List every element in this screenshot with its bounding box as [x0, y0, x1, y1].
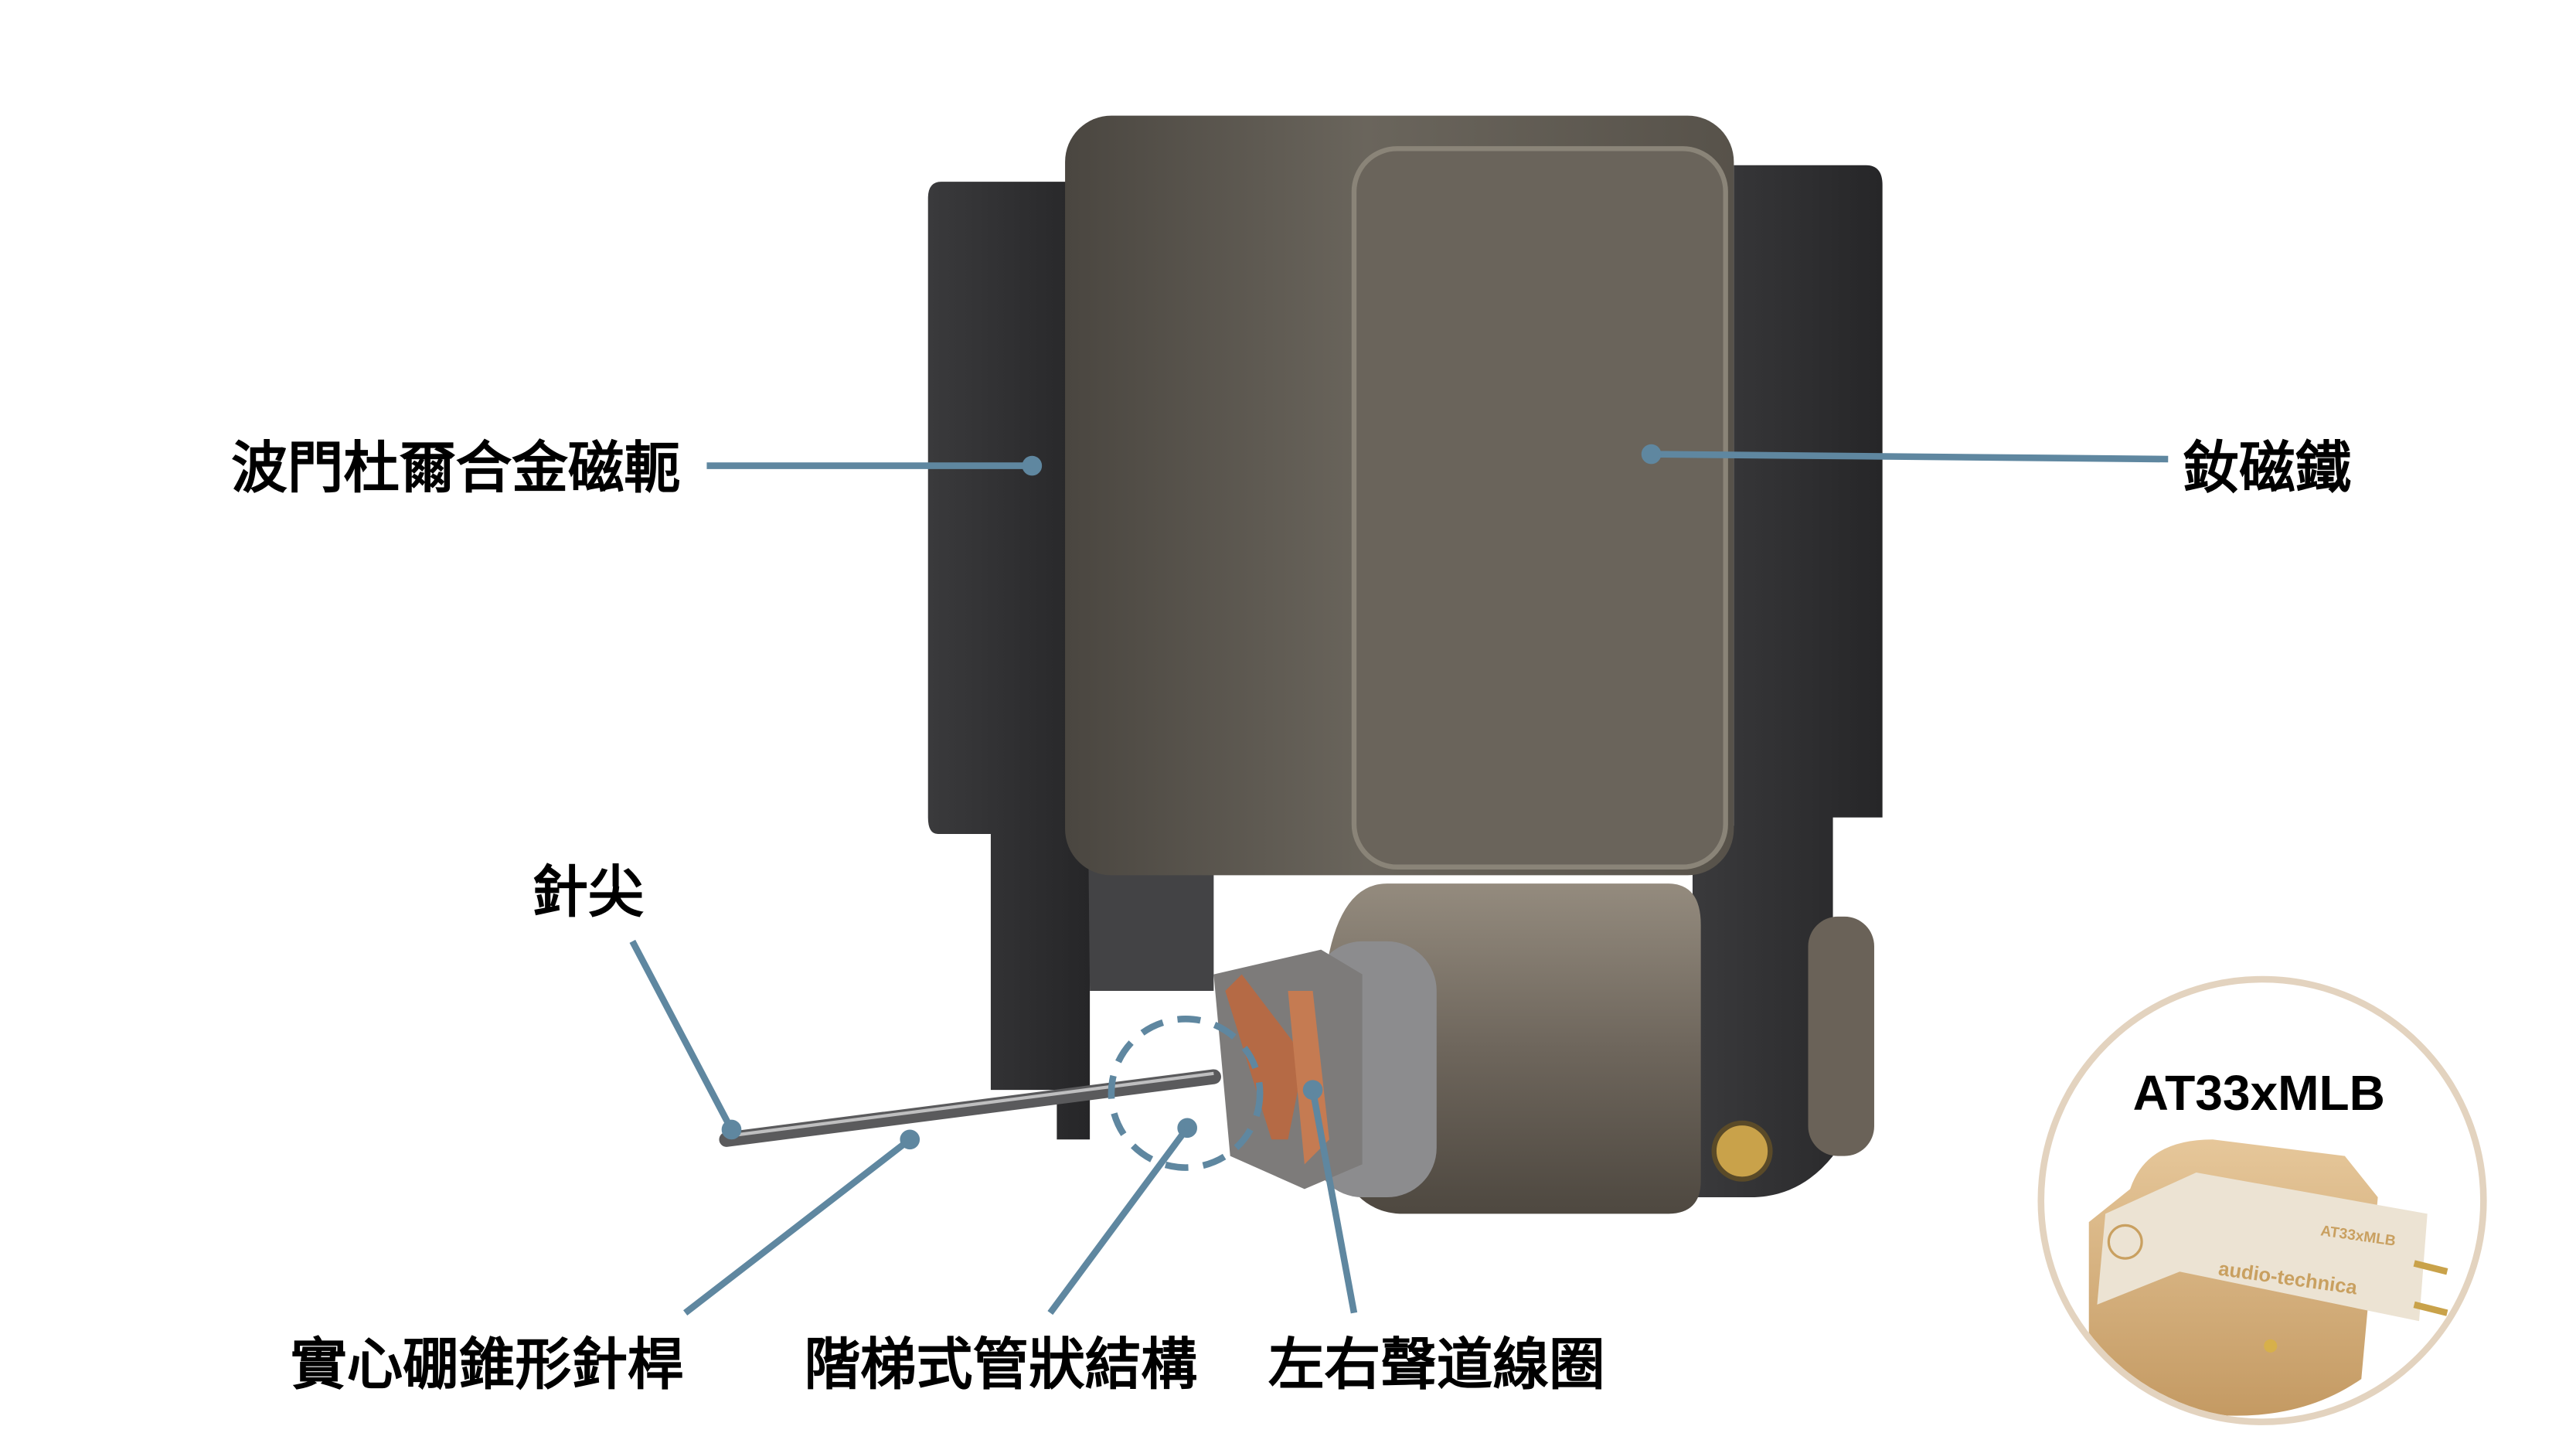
yoke-right: [1692, 165, 1883, 1198]
brand-logo-icon: [2107, 1224, 2143, 1260]
generator-illustration: [719, 115, 1883, 1214]
badge-model: AT33xMLB: [2133, 1065, 2385, 1121]
product-photo: AT33xMLB audio-technica: [2088, 1139, 2448, 1416]
label-stepped-pipe: 階梯式管狀結構: [804, 1333, 1196, 1396]
label-magnet: 釹磁鐵: [2183, 437, 2352, 499]
stepped-pipe-highlight: [1108, 1016, 1264, 1171]
product-badge: AT33xMLB AT33xMLB audio-technica: [2037, 975, 2487, 1425]
cylinder-rear: [1808, 916, 1874, 1156]
leader-lines: [629, 444, 2169, 1316]
label-coils: 左右聲道線圈: [1268, 1333, 1605, 1396]
screw-icon: [2264, 1339, 2278, 1353]
coil-left: [1225, 974, 1305, 1140]
label-cantilever: 實心硼錐形針桿: [291, 1333, 683, 1396]
cartridge-band: [2097, 1173, 2428, 1322]
cantilever-highlight: [726, 1071, 1214, 1139]
pin: [2413, 1301, 2448, 1316]
label-yoke: 波門杜爾合金磁軛: [231, 437, 680, 499]
cantilever: [719, 1069, 1221, 1147]
gold-screw: [1711, 1120, 1773, 1182]
pin: [2413, 1260, 2448, 1275]
label-stylus-tip: 針尖: [532, 861, 645, 924]
yoke-left: [927, 182, 1091, 1140]
magnet-face: [1351, 146, 1728, 870]
